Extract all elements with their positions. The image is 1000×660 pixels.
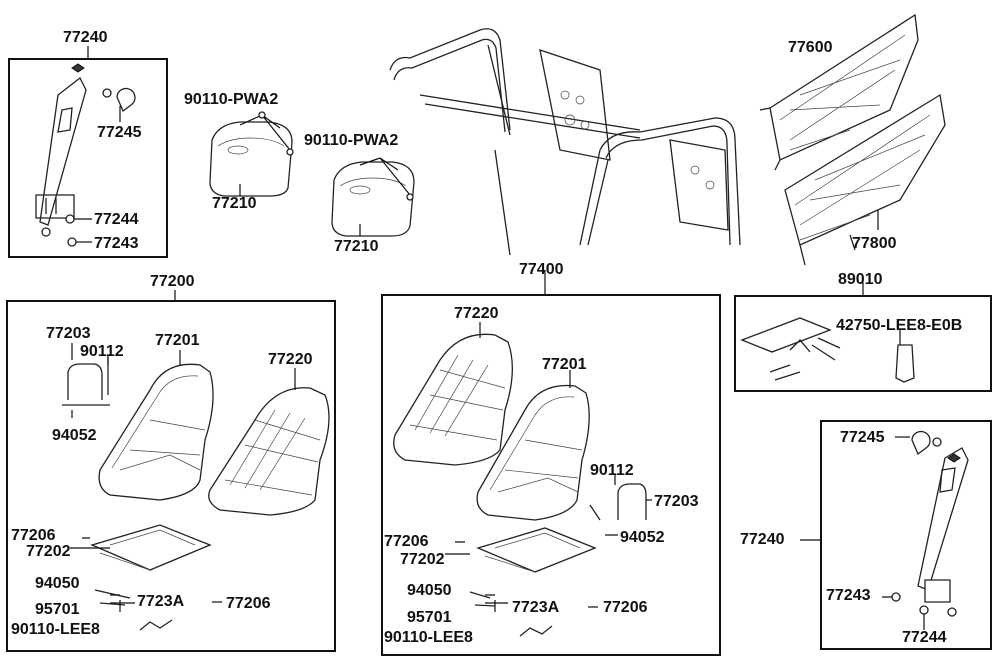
part-label-left-nut: 94052: [52, 427, 97, 444]
group-title-seat-mid: 77400: [519, 261, 564, 278]
part-label-mid-seat-b: 77220: [454, 305, 499, 322]
part-label-left-bracket: 77203: [46, 325, 91, 342]
group-title-belt-right: 77240: [740, 531, 785, 548]
slider-drawing-mid: [469, 527, 597, 637]
part-label-left-clip-2: 77206: [226, 595, 271, 612]
part-label-headrest-screw-2: 90110-PWA2: [304, 132, 399, 149]
part-label-left-slider: 77202: [26, 543, 71, 560]
part-label-left-seat-a: 77201: [155, 332, 200, 349]
part-label-headrest-screw-1: 90110-PWA2: [184, 91, 279, 108]
seat-drawing-mid-b: [393, 333, 513, 466]
part-label-mid-bolt: 90112: [590, 462, 634, 479]
part-label-left-bush: 95701: [35, 601, 80, 618]
group-box-seat-left: [6, 300, 336, 652]
part-label-left-lever: 7723A: [137, 593, 185, 610]
seat-drawing-left-b: [208, 387, 330, 516]
headrest-drawing-2: [331, 157, 415, 237]
part-label-left-clip: 77206: [11, 527, 56, 544]
roll-cage-drawing: [389, 28, 741, 256]
part-label-belt-bolt-2: 77243: [826, 587, 871, 604]
part-label-door-net-top: 77600: [788, 39, 833, 56]
part-label-left-seat-b: 77220: [268, 351, 313, 368]
part-label-mid-seat-a: 77201: [542, 356, 587, 373]
seat-drawing-mid-a: [476, 384, 590, 521]
door-net-drawing-bottom: [784, 93, 946, 266]
part-label-mid-lever: 7723A: [512, 599, 560, 616]
part-label-left-cable: 90110-LEE8: [11, 621, 100, 638]
part-label-mid-spring: 94050: [407, 582, 452, 599]
group-box-belt-top: [8, 58, 168, 258]
part-label-mid-nut: 94052: [620, 529, 665, 546]
tool-kit-drawing: [740, 317, 915, 383]
bracket-drawing-mid: [589, 483, 652, 521]
part-label-headrest-1: 77210: [212, 195, 257, 212]
part-label-tool-item: 42750-LEE8-E0B: [836, 317, 963, 334]
part-label-belt-washer-1: 77244: [94, 211, 139, 228]
group-box-belt-right: [820, 420, 992, 650]
part-label-left-spring: 94050: [35, 575, 80, 592]
part-label-belt-bolt-1: 77243: [94, 235, 139, 252]
part-label-belt-bolt-cap-2: 77245: [840, 429, 885, 446]
group-box-seat-mid: [381, 294, 721, 656]
part-label-headrest-2: 77210: [334, 238, 379, 255]
part-label-belt-washer-2: 77244: [902, 629, 947, 646]
part-label-left-bolt: 90112: [80, 343, 124, 360]
part-label-mid-bush: 95701: [407, 609, 452, 626]
seat-drawing-left-a: [98, 363, 214, 501]
headrest-drawing-1: [209, 111, 294, 197]
part-label-mid-cable: 90110-LEE8: [384, 629, 473, 646]
group-title-belt-top: 77240: [63, 29, 108, 46]
group-title-tool-kit: 89010: [838, 271, 883, 288]
group-box-tool-kit: [734, 295, 992, 392]
door-net-drawing-top: [759, 13, 919, 171]
part-label-mid-clip-2: 77206: [603, 599, 648, 616]
seat-belt-drawing-top: [35, 63, 136, 247]
part-label-mid-bracket: 77203: [654, 493, 699, 510]
part-label-mid-slider: 77202: [400, 551, 445, 568]
part-label-mid-clip: 77206: [384, 533, 429, 550]
part-label-door-net-bottom: 77800: [852, 235, 897, 252]
seat-belt-drawing-right: [882, 430, 969, 630]
part-label-belt-bolt-cap-1: 77245: [97, 124, 142, 141]
slider-drawing-left: [90, 524, 212, 631]
group-title-seat-left: 77200: [150, 273, 195, 290]
